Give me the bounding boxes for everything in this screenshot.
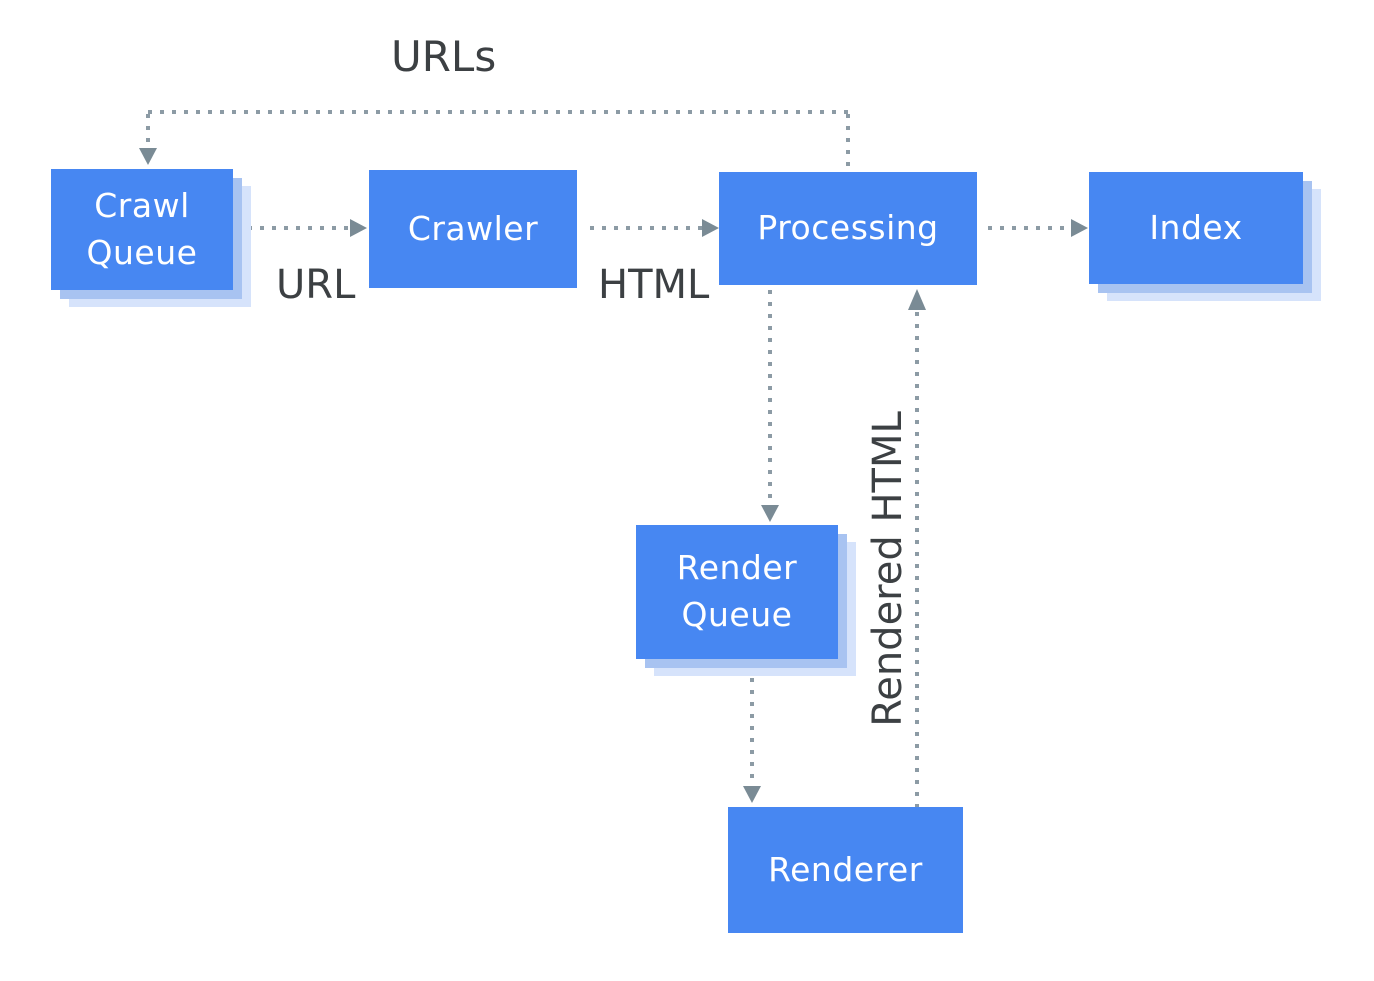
node-render-queue-label-line1: Render (676, 548, 798, 588)
edge-label-rendered-html: Rendered HTML (865, 411, 911, 727)
node-crawl-queue-label-line1: Crawl (94, 185, 190, 225)
connector-urls-up-right (846, 114, 850, 170)
node-crawler: Crawler (369, 170, 577, 288)
arrow-down-icon (761, 505, 779, 522)
connector-renderqueue-renderer (750, 666, 754, 786)
connector-processing-index (988, 226, 1071, 230)
arrow-right-icon (350, 219, 367, 237)
connector-urls-horizontal (148, 110, 848, 114)
node-processing-label: Processing (757, 208, 939, 248)
node-crawler-label: Crawler (407, 208, 539, 248)
node-renderer-label: Renderer (768, 849, 923, 889)
edge-label-urls: URLs (391, 32, 497, 81)
node-crawl-queue: Crawl Queue (51, 169, 233, 290)
node-render-queue-label-line2: Queue (681, 595, 793, 634)
node-processing: Processing (719, 172, 977, 285)
connector-renderer-processing (915, 312, 919, 807)
connector-crawlqueue-crawler (248, 226, 350, 230)
arrow-down-icon (743, 786, 761, 803)
node-index: Index (1089, 172, 1303, 284)
arrow-up-icon (908, 289, 926, 310)
edge-label-url: URL (276, 262, 356, 308)
arrow-right-icon (1071, 219, 1088, 237)
node-index-label: Index (1149, 207, 1243, 247)
edge-label-html: HTML (598, 262, 710, 308)
node-crawl-queue-label-line2: Queue (86, 232, 198, 272)
node-renderer: Renderer (728, 807, 963, 933)
connector-crawler-processing (590, 226, 702, 230)
arrow-down-icon (139, 148, 157, 165)
connector-processing-renderqueue (768, 290, 772, 505)
node-render-queue: Render Queue (636, 525, 838, 659)
connector-urls-down-left (146, 114, 150, 148)
arrow-right-icon (702, 219, 719, 237)
